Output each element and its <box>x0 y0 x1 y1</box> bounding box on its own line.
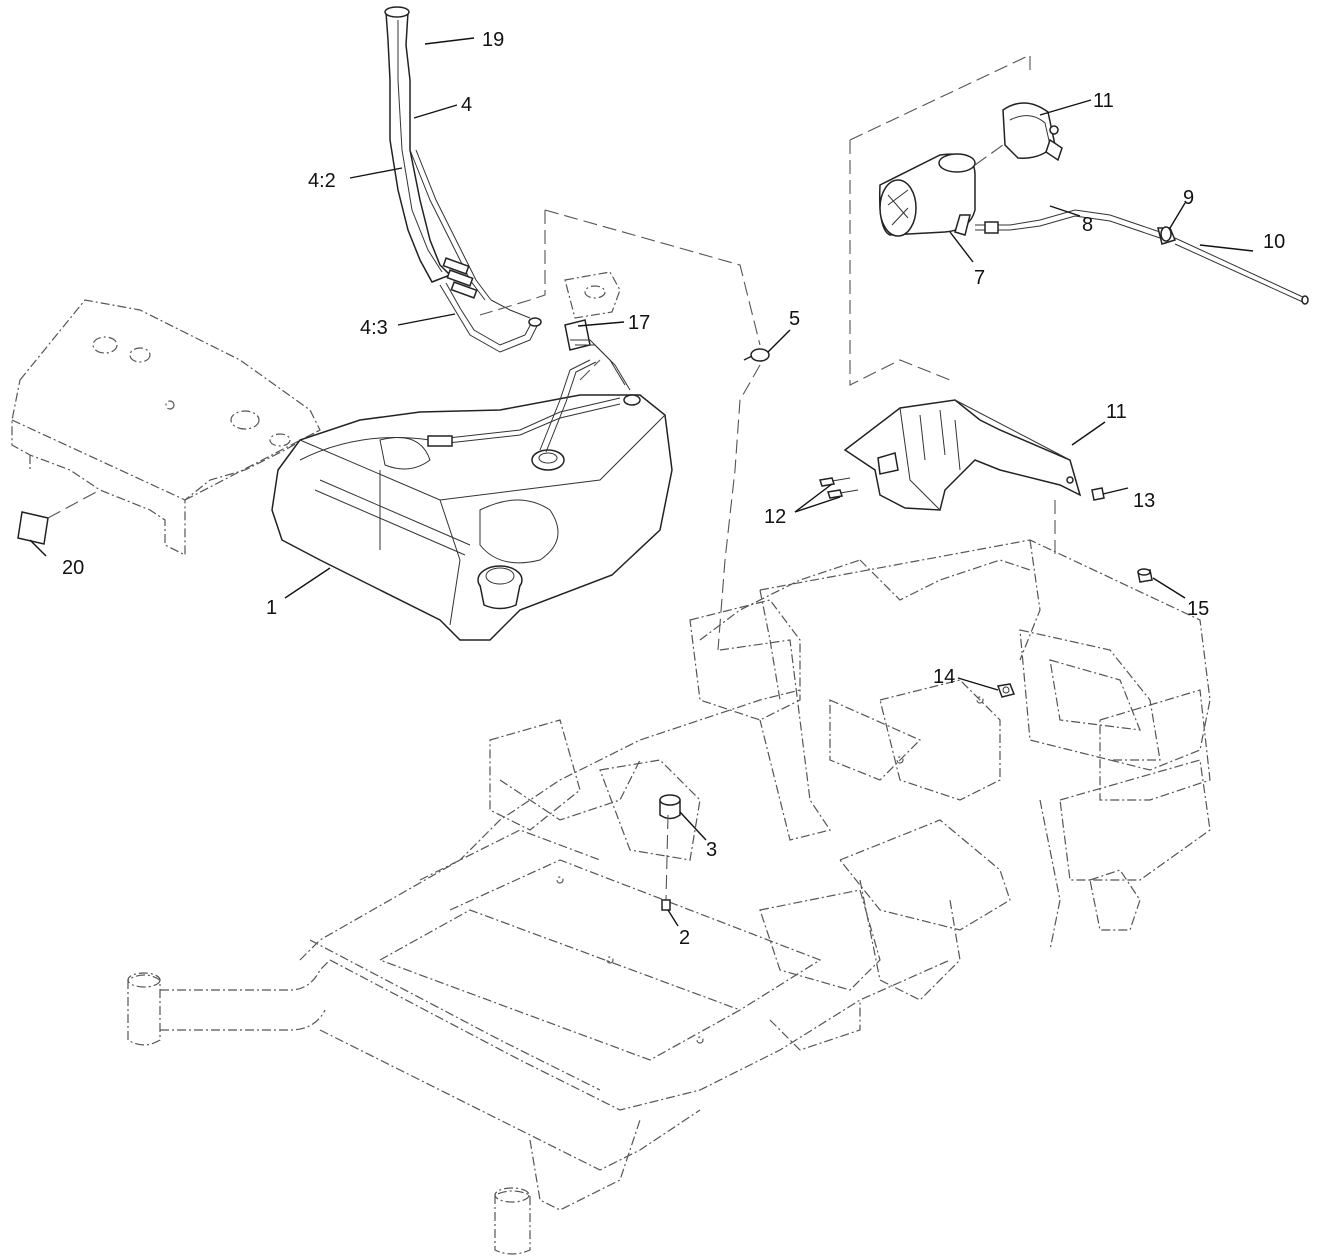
callout-4: 4 <box>461 94 472 116</box>
charcoal-canister <box>878 153 976 237</box>
strap-phantom-line <box>974 144 1004 166</box>
flange-nut <box>1091 487 1105 501</box>
seat-pan <box>11 299 321 556</box>
leader-lines <box>29 37 1254 927</box>
callout-4-3: 4:3 <box>360 317 388 339</box>
callout-17: 17 <box>628 312 650 334</box>
callout-4-2: 4:2 <box>308 170 336 192</box>
callout-7: 7 <box>974 267 985 289</box>
canister-strap <box>1002 102 1063 162</box>
vent-tube <box>1174 237 1309 305</box>
assembly-lines <box>479 54 1056 651</box>
callout-2: 2 <box>679 927 690 949</box>
callout-19: 19 <box>482 29 504 51</box>
check-valve <box>1157 226 1177 245</box>
callout-20: 20 <box>62 557 84 579</box>
callout-13: 12 <box>764 506 786 528</box>
callout-3: 3 <box>706 839 717 861</box>
callout-1: 1 <box>266 597 277 619</box>
callout-12: 11 <box>1093 90 1114 112</box>
hose-clamp <box>743 348 770 362</box>
callout-10: 10 <box>1263 231 1285 253</box>
decal-part <box>17 511 49 545</box>
filler-hose-assembly <box>384 6 542 353</box>
chassis-frame <box>127 539 1211 1255</box>
spacer <box>1137 568 1153 583</box>
fuel-tank <box>271 359 673 641</box>
callout-16: 15 <box>1187 598 1209 620</box>
vent-bracket <box>564 271 631 391</box>
callout-5: 5 <box>789 308 800 330</box>
callout-labels: 19 4 4:2 4:3 17 5 1 20 11 9 8 10 7 11 13… <box>62 29 1285 949</box>
vent-hose <box>975 209 1161 239</box>
callout-9: 9 <box>1183 187 1194 209</box>
callout-11: 11 <box>1106 401 1127 423</box>
callout-8: 8 <box>1082 214 1093 236</box>
callout-15: 14 <box>933 666 955 688</box>
lock-nut <box>996 683 1016 698</box>
callout-14: 13 <box>1133 490 1155 512</box>
grommet-phantom-line <box>665 814 669 901</box>
canister-bracket <box>843 399 1082 511</box>
grommet <box>659 794 681 820</box>
mounting-bolts <box>819 477 859 499</box>
screw <box>661 899 671 911</box>
